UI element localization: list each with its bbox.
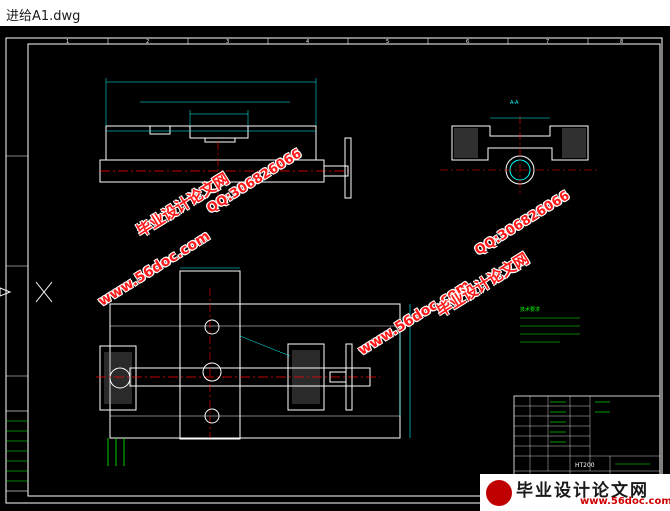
frame-num-8: 8 [620,39,623,45]
cad-drawing: 1 2 3 4 5 6 7 8 [0,37,663,504]
frame-num-3: 3 [226,39,229,45]
material-label: HT200 [575,462,595,469]
crosshair-cursor [35,281,53,303]
site-logo-icon [486,480,512,506]
arrow-marker-left [0,287,12,297]
window-title: 进给A1.dwg [6,9,81,24]
inner-frame [27,43,661,497]
front-view [99,78,352,206]
technical-notes: 技术要求 [520,306,580,343]
cad-drawing-canvas[interactable]: 1 2 3 4 5 6 7 8 [0,26,670,511]
plan-view [96,267,411,466]
site-logo-banner: 毕业设计论文网 www.56doc.com [480,474,670,511]
outer-frame [5,37,663,504]
section-label: A-A [510,100,519,106]
title-bar: 进给A1.dwg [0,0,670,26]
frame-num-7: 7 [546,39,549,45]
frame-num-2: 2 [146,39,149,45]
frame-num-4: 4 [306,39,309,45]
notes-title: 技术要求 [520,306,540,313]
frame-zone-ticks [6,38,589,377]
site-logo-url: www.56doc.com [580,496,670,507]
site-logo-title: 毕业设计论文网 [516,481,649,501]
frame-num-5: 5 [386,39,389,45]
frame-num-6: 6 [466,39,469,45]
frame-num-1: 1 [66,39,69,45]
frame-numbers: 1 2 3 4 5 6 7 8 [66,39,623,45]
section-view: A-A [440,100,600,196]
